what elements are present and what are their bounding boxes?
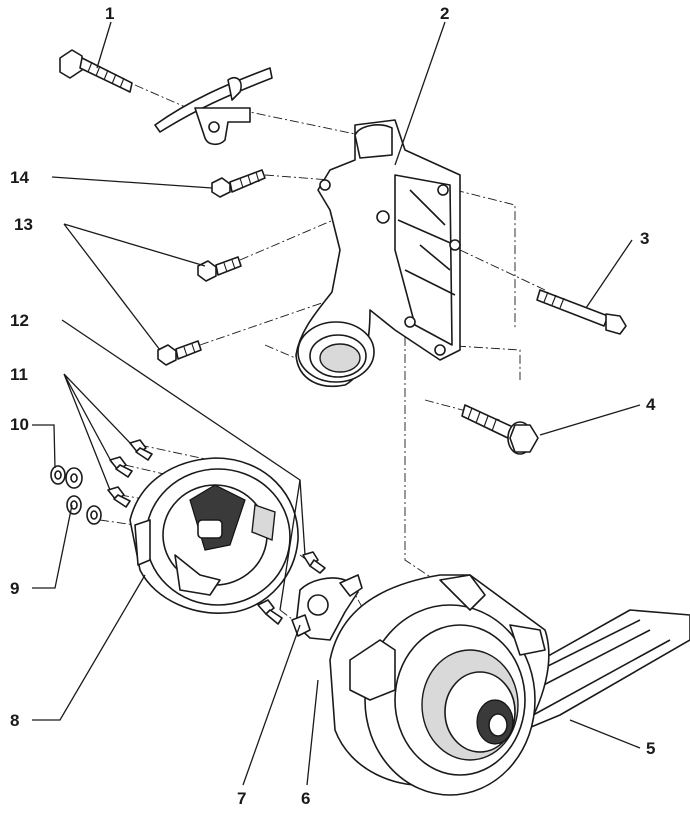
part-2-mounting-bracket <box>295 119 461 387</box>
part-14-bolt <box>211 169 266 198</box>
part-7-voltage-regulator <box>291 574 363 641</box>
part-13-bolt-lower <box>157 340 202 366</box>
callout-11: 11 <box>10 365 28 384</box>
part-1-bolt-wire-clip <box>59 49 273 146</box>
part-4-flange-bolt <box>461 404 539 455</box>
part-12-screws <box>257 551 326 625</box>
callout-14: 14 <box>10 168 29 187</box>
part-10-nuts <box>50 465 83 489</box>
callout-4: 4 <box>646 395 656 414</box>
callout-7: 7 <box>237 789 246 808</box>
callout-12: 12 <box>10 311 29 330</box>
callout-1: 1 <box>105 4 114 23</box>
callout-5: 5 <box>646 739 655 758</box>
callout-9: 9 <box>10 579 19 598</box>
callout-13: 13 <box>14 215 33 234</box>
callout-10: 10 <box>10 415 29 434</box>
part-13-bolt-upper <box>197 256 242 282</box>
callout-8: 8 <box>10 711 19 730</box>
part-8-rear-cover <box>129 457 299 614</box>
callout-2: 2 <box>440 4 449 23</box>
part-11-screws <box>107 439 153 508</box>
part-3-long-bolt <box>536 289 627 335</box>
part-6-alternator <box>329 574 550 796</box>
callout-3: 3 <box>640 229 649 248</box>
callout-labels: 1 2 3 4 5 6 7 8 9 10 11 12 13 14 <box>10 4 656 808</box>
part-9-washers <box>66 495 102 525</box>
callout-6: 6 <box>301 789 310 808</box>
leader-lines <box>32 21 641 786</box>
